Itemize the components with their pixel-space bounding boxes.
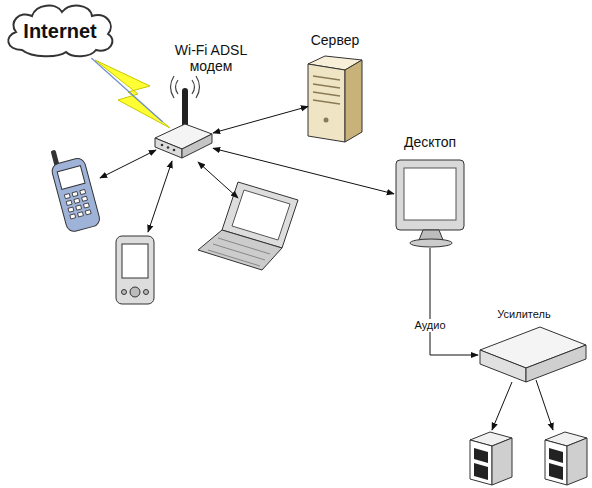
router-side — [182, 134, 212, 158]
pda-button — [122, 290, 127, 295]
connector — [430, 248, 478, 355]
wireless-link — [100, 150, 156, 178]
speaker-grille — [474, 463, 488, 480]
router-icon — [155, 76, 212, 158]
amp-front — [480, 350, 526, 382]
pda-icon — [116, 236, 154, 304]
node-label: Усилитель — [474, 308, 574, 321]
speaker-grille — [474, 448, 488, 463]
led — [173, 149, 176, 152]
phone-screen — [57, 166, 85, 190]
server-front — [308, 64, 345, 142]
amp-side — [526, 345, 586, 382]
edge-label: Аудио — [413, 319, 446, 332]
pda-body — [116, 236, 154, 304]
amplifier-node: Усилитель — [478, 325, 588, 385]
power-button — [324, 118, 329, 123]
node-label: Десктоп — [385, 134, 475, 150]
node-label: Сервер — [295, 32, 375, 48]
speaker-icon — [470, 432, 512, 485]
desktop-node: Десктоп — [394, 158, 466, 248]
speaker-front — [470, 440, 492, 485]
speaker-grille — [549, 463, 563, 480]
router-front — [155, 138, 182, 158]
speaker-front — [545, 440, 567, 485]
node-label: Internet — [2, 20, 118, 42]
signal-wave — [171, 76, 175, 98]
signal-wave — [192, 80, 195, 94]
amplifier-icon — [480, 327, 586, 382]
server-icon — [308, 56, 362, 142]
phone-keypad — [64, 189, 91, 219]
connector — [213, 148, 394, 194]
speaker-grille — [549, 448, 563, 463]
signal-wave — [196, 76, 200, 98]
pda-button — [130, 287, 140, 297]
wireless-link — [148, 161, 172, 232]
speaker-side — [567, 438, 587, 485]
wireless-link — [198, 162, 238, 198]
speaker-icon — [545, 432, 587, 485]
pda-button — [144, 290, 149, 295]
monitor-frame — [396, 160, 464, 230]
wireless-bolt — [95, 60, 170, 128]
phone-body — [50, 157, 101, 233]
laptop-icon — [198, 182, 298, 270]
monitor-base — [410, 239, 452, 247]
signal-wave — [176, 80, 179, 94]
phone-icon — [47, 143, 102, 233]
monitor-icon — [396, 160, 464, 247]
laptop-screen — [232, 190, 290, 240]
speaker-wire — [492, 382, 512, 430]
connector — [91, 58, 162, 122]
led — [161, 144, 164, 147]
drive-bays — [313, 76, 340, 104]
monitor-screen — [404, 168, 456, 220]
pda-screen — [122, 244, 148, 278]
speaker-side — [492, 438, 512, 485]
server-side — [345, 60, 362, 142]
connector — [213, 107, 308, 133]
cloud-node: Internet — [2, 2, 118, 58]
modem-node: Wi-Fi ADSL модем — [155, 122, 213, 160]
speaker-wire — [536, 380, 553, 430]
led — [167, 146, 170, 149]
laptop-keys — [208, 238, 270, 266]
laptop-base — [198, 230, 282, 270]
node-label: Wi-Fi ADSL модем — [166, 42, 256, 74]
server-node: Сервер — [308, 56, 362, 142]
